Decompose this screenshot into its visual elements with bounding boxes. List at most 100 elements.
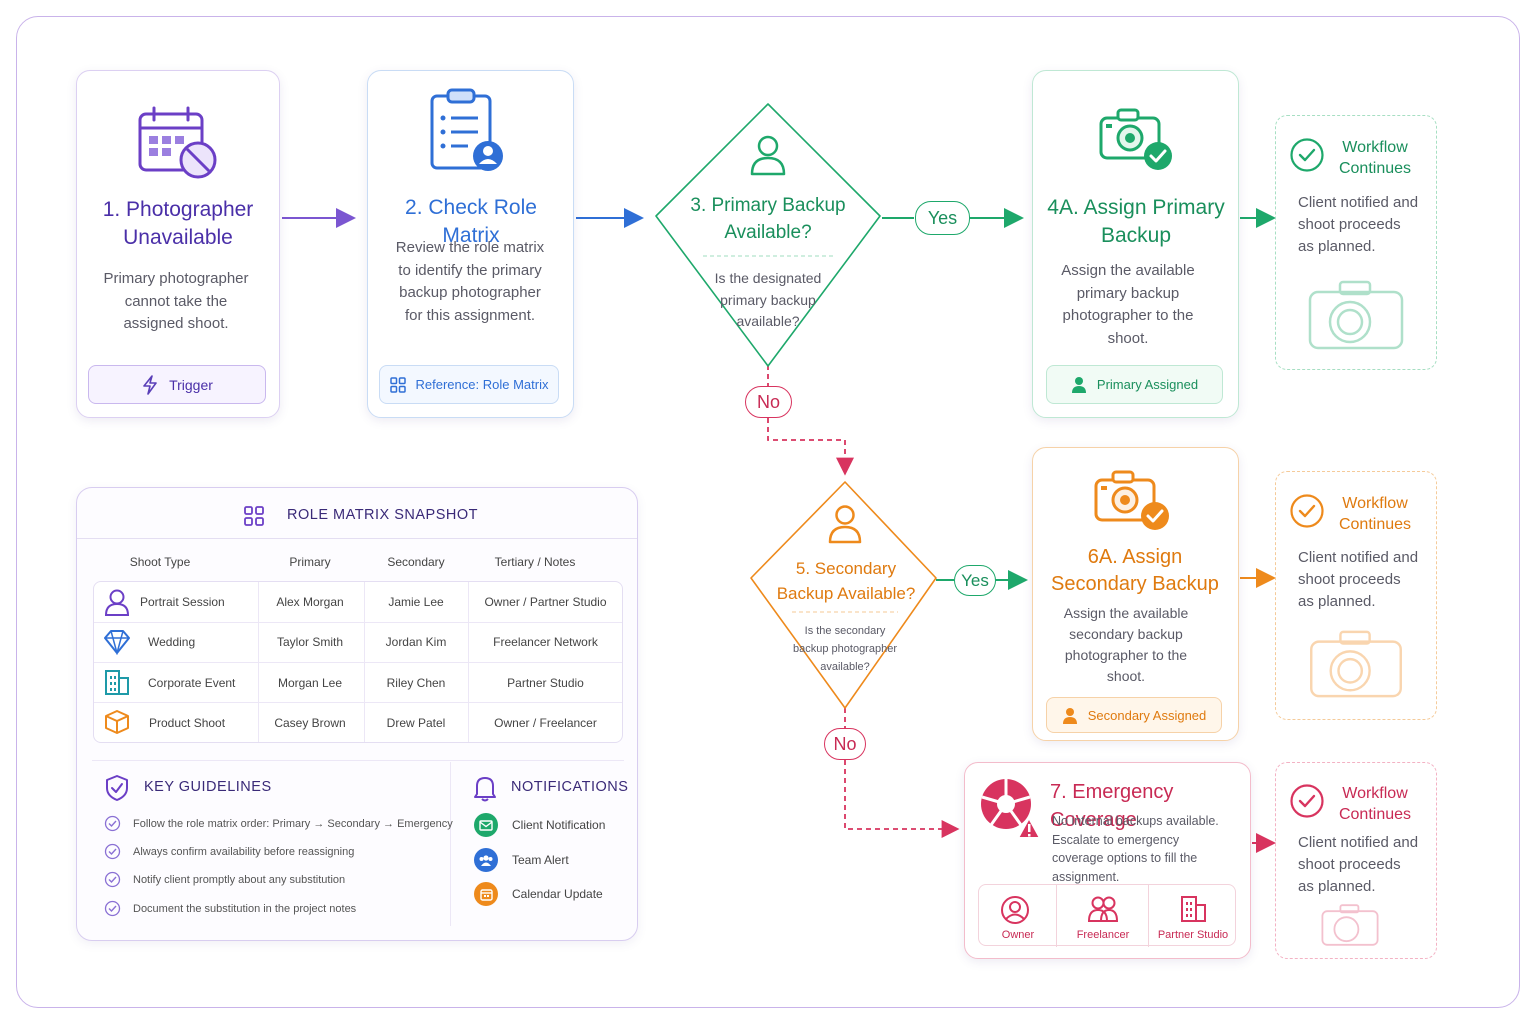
lightning-icon xyxy=(143,374,157,395)
step-1-body: Primary photographer cannot take the ass… xyxy=(103,270,249,332)
workflow-1-body: Client notified and shoot proceeds as pl… xyxy=(1298,194,1419,255)
check-circle-small-icon xyxy=(104,815,121,832)
person-icon xyxy=(750,135,786,176)
guideline-item: Follow the role matrix order: Primary → … xyxy=(104,815,453,832)
guideline-item: Notify client promptly about any substit… xyxy=(104,871,345,888)
camera-check-icon xyxy=(1099,108,1172,170)
camera-check-orange-icon xyxy=(1094,470,1169,530)
cell-r2-secondary: Jordan Kim xyxy=(385,635,447,649)
step-6a-title: 6A. Assign Secondary Backup xyxy=(1051,546,1219,595)
option-freelancer-label: Freelancer xyxy=(1076,929,1130,941)
workflow-2-title: Workflow Continues xyxy=(1338,495,1412,533)
primary-assigned-pill[interactable]: Primary Assigned xyxy=(1046,365,1223,404)
step-7-body: No internal backups available. Escalate … xyxy=(1052,814,1219,884)
cell-r4-tertiary: Owner / Freelancer xyxy=(494,716,597,730)
step-6a-body: Assign the available secondary backup ph… xyxy=(1063,605,1189,684)
option-owner[interactable]: Owner xyxy=(979,885,1057,947)
step-5-yes-tag: Yes xyxy=(954,565,996,596)
person-orange-icon xyxy=(828,505,862,544)
aperture-warning-icon xyxy=(981,779,1041,839)
option-freelancer[interactable]: Freelancer xyxy=(1057,885,1149,947)
guideline-item: Document the substitution in the project… xyxy=(104,900,356,917)
notification-calendar: Calendar Update xyxy=(512,887,603,901)
cell-r1-secondary: Jamie Lee xyxy=(388,595,444,609)
check-circle-icon xyxy=(1290,138,1324,172)
panel-mid-divider xyxy=(92,760,624,761)
guideline-text-1: Follow the role matrix order: Primary → … xyxy=(133,817,453,830)
reference-role-matrix-pill[interactable]: Reference: Role Matrix xyxy=(379,365,559,404)
owner-icon xyxy=(1001,896,1029,924)
primary-assigned-label: Primary Assigned xyxy=(1096,377,1199,392)
step-1-title: 1. Photographer Unavailable xyxy=(102,198,254,249)
step-3-no-tag: No xyxy=(745,386,792,418)
bell-icon xyxy=(474,777,496,802)
user-orange-icon xyxy=(1062,707,1077,724)
check-circle-small-icon xyxy=(104,900,121,917)
role-matrix-table xyxy=(93,581,623,743)
guideline-text-4: Document the substitution in the project… xyxy=(133,902,357,915)
check-circle-pink-icon xyxy=(1290,784,1324,818)
role-matrix-title: ROLE MATRIX SNAPSHOT xyxy=(287,507,479,523)
calendar-blocked-icon xyxy=(138,106,217,179)
secondary-assigned-pill[interactable]: Secondary Assigned xyxy=(1046,697,1222,733)
calendar-icon xyxy=(474,882,498,906)
cell-r2-primary: Taylor Smith xyxy=(276,635,344,649)
grid-icon xyxy=(389,376,406,393)
camera-faded-pink-icon xyxy=(1321,904,1379,946)
step-5-body: Is the secondary backup photographer ava… xyxy=(793,625,897,673)
cell-r1-primary: Alex Morgan xyxy=(276,595,344,609)
notification-item: Calendar Update xyxy=(474,882,603,906)
shield-check-icon xyxy=(106,775,128,801)
panel-header-divider xyxy=(77,538,637,539)
guidelines-title: KEY GUIDELINES xyxy=(144,779,272,795)
header-secondary: Secondary xyxy=(387,555,445,569)
step-3-body: Is the designated primary backup availab… xyxy=(714,270,822,329)
email-icon xyxy=(474,813,498,837)
step-7-title: 7. Emergency Coverage xyxy=(1050,781,1174,831)
workflow-continues-card-3 xyxy=(1275,762,1437,959)
header-tertiary: Tertiary / Notes xyxy=(494,555,576,569)
cell-r1-tertiary: Owner / Partner Studio xyxy=(484,595,607,609)
notification-team: Team Alert xyxy=(512,853,569,867)
clipboard-user-icon xyxy=(430,88,503,171)
grid-purple-icon xyxy=(244,506,264,526)
emergency-options: Owner Freelancer Partner Studio xyxy=(978,884,1237,947)
trigger-pill[interactable]: Trigger xyxy=(88,365,266,404)
panel-vertical-divider xyxy=(450,762,451,926)
check-circle-orange-icon xyxy=(1290,494,1324,528)
cell-r3-tertiary: Partner Studio xyxy=(507,676,584,690)
notification-client: Client Notification xyxy=(512,818,606,832)
workflow-3-title: Workflow Continues xyxy=(1338,785,1412,823)
cell-r1-type: Portrait Session xyxy=(140,595,225,609)
cell-r3-primary: Morgan Lee xyxy=(277,676,343,690)
cell-r3-type: Corporate Event xyxy=(148,676,236,690)
freelancer-icon xyxy=(1087,896,1119,922)
notifications-title: NOTIFICATIONS xyxy=(511,779,629,795)
user-solid-icon xyxy=(1071,377,1086,393)
workflow-continues-card-1 xyxy=(1275,115,1437,370)
workflow-3-body: Client notified and shoot proceeds as pl… xyxy=(1298,834,1419,895)
arrow-5-no-7 xyxy=(844,708,956,829)
cell-r3-secondary: Riley Chen xyxy=(386,676,446,690)
cell-r4-secondary: Drew Patel xyxy=(386,716,446,730)
cell-r2-tertiary: Freelancer Network xyxy=(493,635,598,649)
option-owner-label: Owner xyxy=(1001,929,1035,941)
workflow-2-body: Client notified and shoot proceeds as pl… xyxy=(1298,549,1419,610)
option-partner-studio-label: Partner Studio xyxy=(1157,929,1229,941)
guideline-text-3: Notify client promptly about any substit… xyxy=(133,873,346,886)
step-3-title: 3. Primary Backup Available? xyxy=(690,195,846,243)
option-partner-studio[interactable]: Partner Studio xyxy=(1149,885,1237,947)
step-3-yes-tag: Yes xyxy=(915,201,970,235)
workflow-1-title: Workflow Continues xyxy=(1338,139,1412,177)
camera-faded-orange-icon xyxy=(1310,630,1402,698)
reference-label: Reference: Role Matrix xyxy=(415,377,549,392)
step-2-body: Review the role matrix to identify the p… xyxy=(395,239,545,324)
header-primary: Primary xyxy=(289,555,331,569)
diagram-frame xyxy=(16,16,1520,1008)
team-icon xyxy=(474,848,498,872)
workflow-continues-card-2 xyxy=(1275,471,1437,720)
guideline-text-2: Always confirm availability before reass… xyxy=(133,845,355,858)
step-2-title: 2. Check Role Matrix xyxy=(405,196,537,247)
